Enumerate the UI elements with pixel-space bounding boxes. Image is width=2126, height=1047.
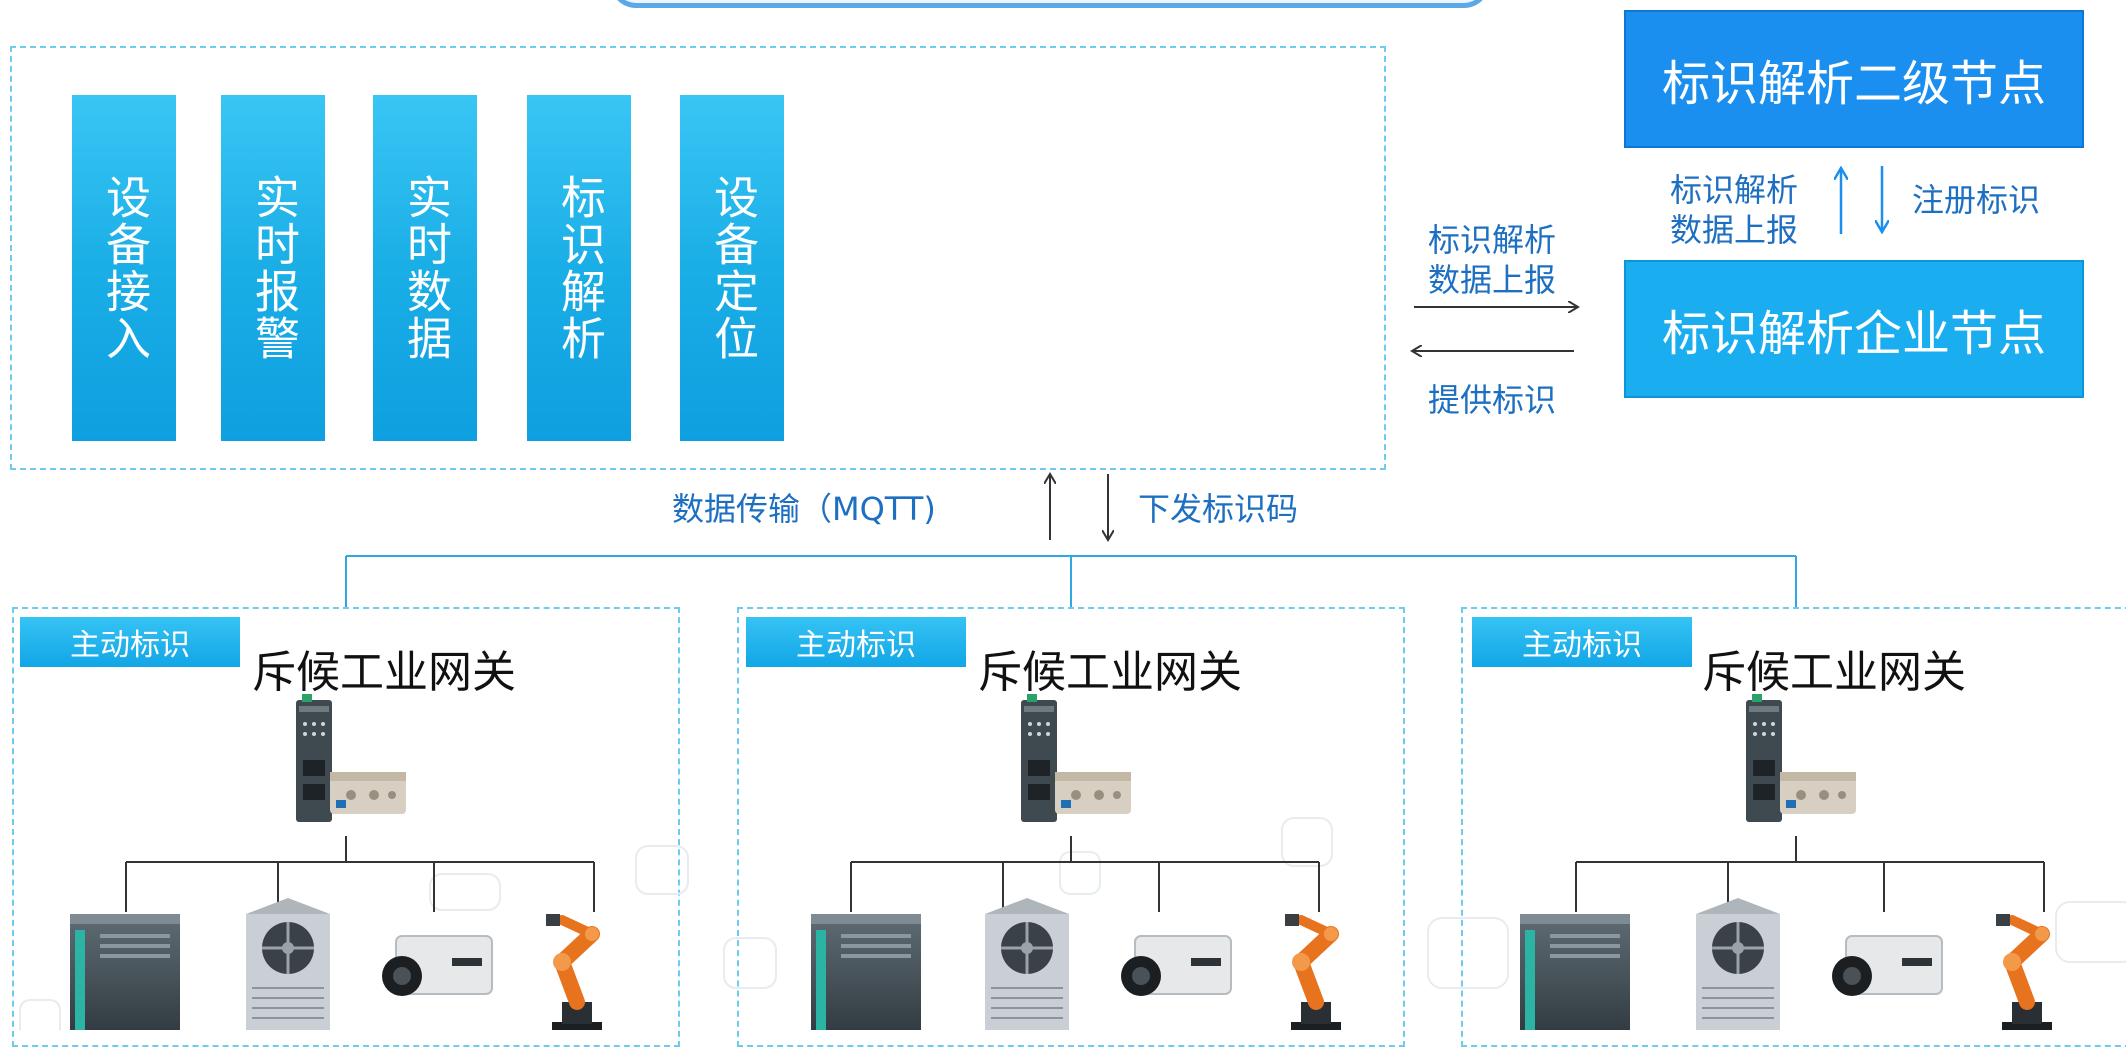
column-realtime-alarm: 实时报警 — [221, 95, 325, 441]
platform-down-label: 提供标识 — [1428, 381, 1557, 419]
cooling-tower-icon — [1696, 898, 1780, 1030]
plc-icon — [70, 914, 180, 1030]
platform-up-label: 标识解析 数据上报 — [1428, 221, 1557, 299]
platform-box — [10, 46, 1386, 470]
node-enterprise: 标识解析企业节点 — [1624, 260, 2084, 398]
camera-icon — [1121, 935, 1232, 996]
gateway-down-label: 下发标识码 — [1138, 490, 1299, 528]
gateway-device-icon — [1746, 694, 1856, 822]
gateway-title-1: 斥候工业网关 — [252, 647, 516, 698]
column-device-location: 设备定位 — [680, 95, 784, 441]
gateway-up-label: 数据传输（MQTT) — [672, 490, 936, 528]
column-realtime-data: 实时数据 — [373, 95, 477, 441]
column-device-access: 设备接入 — [72, 95, 176, 441]
distribution-bus — [345, 555, 1797, 607]
gateway-title-3: 斥候工业网关 — [1702, 647, 1966, 698]
column-id-resolution: 标识解析 — [527, 95, 631, 441]
camera-icon — [382, 935, 493, 996]
gateway-device-icon — [296, 694, 406, 822]
plc-icon — [1520, 914, 1630, 1030]
cooling-tower-icon — [246, 898, 330, 1030]
tag-active-id-1: 主动标识 — [20, 617, 240, 667]
tag-active-id-2: 主动标识 — [746, 617, 966, 667]
gateway-group-3 — [1520, 694, 2052, 1030]
camera-icon — [1832, 935, 1943, 996]
node-down-label: 注册标识 — [1912, 181, 2041, 219]
robot-arm-icon — [546, 914, 602, 1030]
decorative-outlines — [19, 817, 2126, 1030]
robot-arm-icon — [1285, 914, 1341, 1030]
plc-icon — [811, 914, 921, 1030]
tag-active-id-3: 主动标识 — [1472, 617, 1692, 667]
node-up-label: 标识解析 数据上报 — [1670, 171, 1799, 249]
cooling-tower-icon — [985, 898, 1069, 1030]
gateway-device-icon — [1021, 694, 1131, 822]
gateway-title-2: 斥候工业网关 — [978, 647, 1242, 698]
node-secondary: 标识解析二级节点 — [1624, 10, 2084, 148]
gateway-group-2 — [811, 694, 1341, 1030]
gateway-group-1 — [70, 694, 602, 1030]
robot-arm-icon — [1996, 914, 2052, 1030]
